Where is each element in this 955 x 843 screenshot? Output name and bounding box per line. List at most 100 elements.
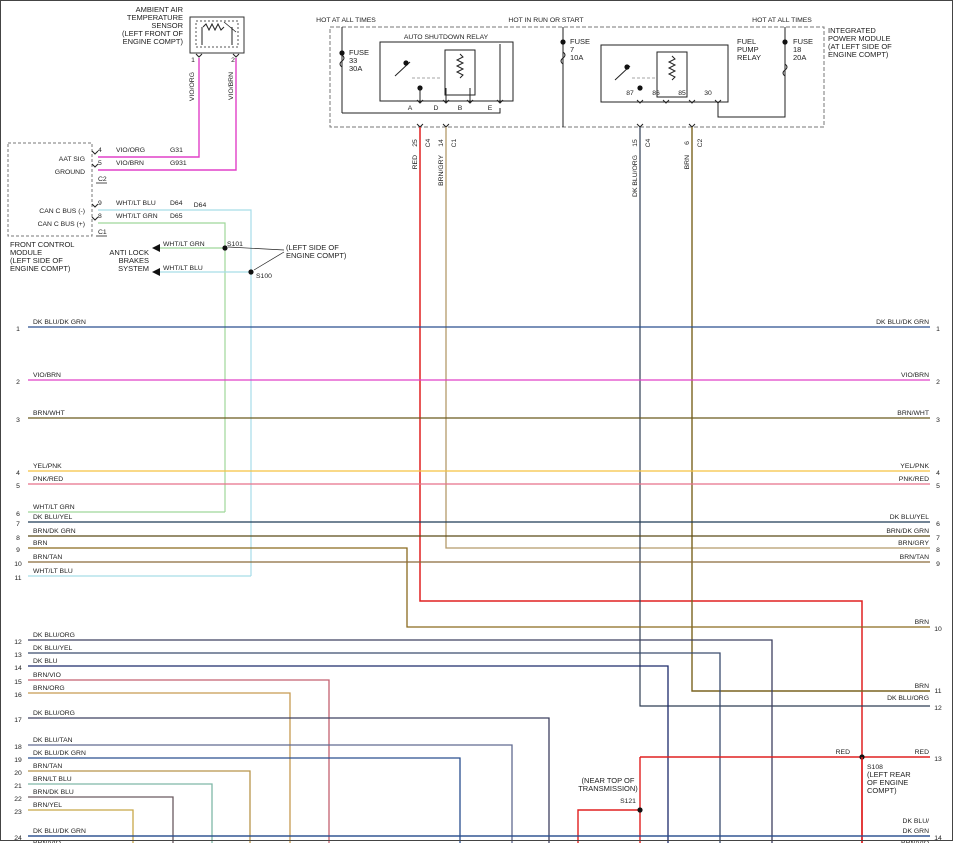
fcm-wire-color: WHT/LT GRN	[116, 213, 158, 220]
left-wire-label: BRN/YEL	[33, 802, 62, 809]
left-wire-number: 3	[16, 417, 20, 424]
s121-location-line: (NEAR TOP OF	[582, 776, 635, 785]
fuse18-bus	[717, 27, 786, 118]
wire-red-s121	[577, 809, 640, 843]
wire-brn-org	[28, 692, 291, 843]
asd-pin-label: B	[458, 105, 463, 112]
wire-red-asd	[419, 127, 863, 843]
fcm-pin-name: CAN C BUS (-)	[39, 208, 85, 215]
fp-coil	[667, 55, 677, 81]
fuse-7-label-line: 10A	[570, 53, 583, 62]
splice-location-label-line: ENGINE COMPT)	[286, 251, 347, 260]
left-wire-number: 7	[16, 521, 20, 528]
right-wire-number: 7	[936, 535, 940, 542]
fp-coil-box	[656, 51, 688, 98]
right-wire-number: 10	[934, 626, 942, 633]
fuse7-dot	[560, 39, 566, 45]
fcm-label-line: FRONT CONTROL	[10, 240, 74, 249]
aat-sensor-label-line: SENSOR	[151, 21, 183, 30]
left-wire-label: DK BLU/TAN	[33, 737, 73, 744]
fcm-pin-chevron	[91, 163, 99, 168]
ipm-output-wire: RED	[412, 155, 419, 169]
right-wire-label: BRN/DK GRN	[886, 528, 929, 535]
abs-label-line: BRAKES	[119, 256, 149, 265]
right-wire-label: BRN	[915, 619, 929, 626]
right-wire-number: 1	[936, 326, 940, 333]
fcm-pin-number: 8	[98, 213, 102, 220]
wire-dk-blu-tan	[28, 744, 513, 843]
left-wire-label: DK BLU/DK GRN	[33, 750, 86, 757]
right-wire-label: YEL/PNK	[900, 463, 929, 470]
fuel-pump-relay-label-line: RELAY	[737, 53, 761, 62]
right-wire-number: 14	[934, 835, 942, 842]
left-wire-number: 8	[16, 535, 20, 542]
left-wire-label: BRN/TAN	[33, 554, 62, 561]
fcm-circuit-id: D64	[170, 200, 183, 207]
fuel-pump-relay-label-line: PUMP	[737, 45, 759, 54]
fuse-7-symbol	[560, 51, 566, 65]
wire-brn-gry	[445, 127, 930, 549]
ipm-output-pin: 25	[412, 139, 419, 147]
wire-vio-brn	[98, 58, 237, 171]
s108-location-line: COMPT)	[867, 786, 897, 795]
fp-pin-chevron	[662, 99, 670, 104]
wire-brn-fp	[691, 127, 930, 692]
fcm-pin-chevron	[91, 150, 99, 155]
left-wire-number: 19	[14, 757, 22, 764]
fuse-18-symbol	[782, 63, 788, 77]
wire-can-c-plus	[98, 222, 226, 512]
right-wire-number: 8	[936, 547, 940, 554]
left-wire-label: DK BLU/YEL	[33, 514, 73, 521]
right-wire-label: DK BLU/	[903, 818, 930, 825]
left-wire-number: 2	[16, 379, 20, 386]
ipm-output-chevron	[416, 123, 424, 128]
wire-brn	[28, 547, 930, 628]
ipm-output-conn: C2	[697, 138, 704, 147]
aat-sensor-label-line: TEMPERATURE	[127, 13, 183, 22]
left-wire-number: 14	[14, 665, 22, 672]
ipm-label-line: ENGINE COMPT)	[828, 50, 889, 59]
left-wire-label: DK BLU	[33, 658, 58, 665]
aat-pin-1: 1	[191, 57, 195, 64]
leader-line	[227, 246, 285, 251]
right-wire-label: DK BLU/YEL	[890, 514, 930, 521]
fcm-wire-color: WHT/LT BLU	[116, 200, 156, 207]
right-wire-label: BRN/VIO	[901, 840, 929, 843]
asd-coil	[455, 53, 465, 79]
ipm-box	[329, 26, 825, 128]
ipm-output-pin: 15	[632, 139, 639, 147]
abs-label-line: ANTI LOCK	[109, 248, 149, 257]
fuse-33-label-line: 33	[349, 56, 357, 65]
left-wire-label: BRN/DK GRN	[33, 528, 76, 535]
aat-sensor-label-line: (LEFT FRONT OF	[122, 29, 183, 38]
right-wire-label: BRN/GRY	[898, 540, 929, 547]
right-wire-label: DK GRN	[903, 828, 930, 835]
fp-contact	[637, 85, 643, 91]
left-wire-number: 20	[14, 770, 22, 777]
fp-pin-label: 86	[652, 90, 660, 97]
ipm-output-wire: DK BLU/ORG	[632, 155, 639, 197]
ipm-label-line: INTEGRATED	[828, 26, 876, 35]
leader-line	[253, 251, 285, 271]
fuel-pump-relay-label-line: FUEL	[737, 37, 756, 46]
fcm-pin-chevron	[91, 216, 99, 221]
fcm-pin-name: GROUND	[55, 169, 85, 176]
thermistor-symbol	[202, 22, 225, 32]
right-wire-number: 4	[936, 470, 940, 477]
asd-feed	[342, 108, 501, 114]
fcm-connector-c1: C1	[98, 229, 107, 236]
s121-splice	[637, 807, 643, 813]
aat-sensor-label-line: ENGINE COMPT)	[123, 37, 184, 46]
fp-pin-label: 85	[678, 90, 686, 97]
wire-dk-blu	[28, 665, 669, 843]
aat-wire-vio-brn: VIO/BRN	[228, 72, 235, 100]
fcm-circuit-id: G931	[170, 160, 187, 167]
thermistor-arrow	[223, 21, 237, 33]
fuse-7-label-line: 7	[570, 45, 574, 54]
ipm-output-wire: BRN	[684, 155, 691, 169]
fuse-7-label-line: FUSE	[570, 37, 590, 46]
left-wire-label: DK BLU/ORG	[33, 710, 75, 717]
left-wire-number: 21	[14, 783, 22, 790]
right-wire-label: BRN	[915, 683, 929, 690]
